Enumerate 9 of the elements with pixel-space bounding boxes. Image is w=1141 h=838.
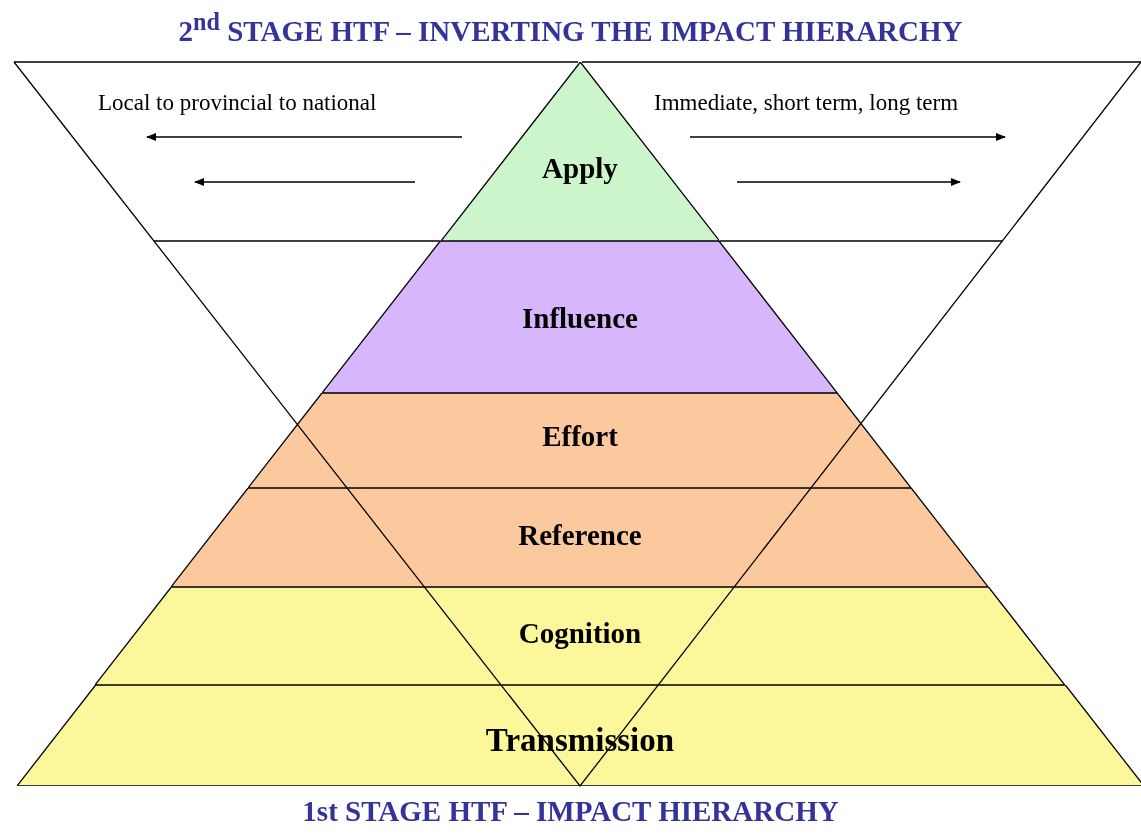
direction-note: Immediate, short term, long term [654, 90, 959, 116]
level-label: Apply [542, 152, 618, 185]
level-label: Influence [522, 302, 638, 335]
caption: 1st STAGE HTF – IMPACT HIERARCHY [302, 795, 839, 828]
direction-note: Local to provincial to national [98, 90, 377, 116]
level-label: Effort [542, 420, 618, 453]
level-label: Cognition [518, 617, 642, 650]
title: 2$^{nd}$ STAGE HTF – INVERTING THE IMPACT HIERARCHY [178, 8, 963, 48]
level-label: Reference [518, 519, 642, 552]
